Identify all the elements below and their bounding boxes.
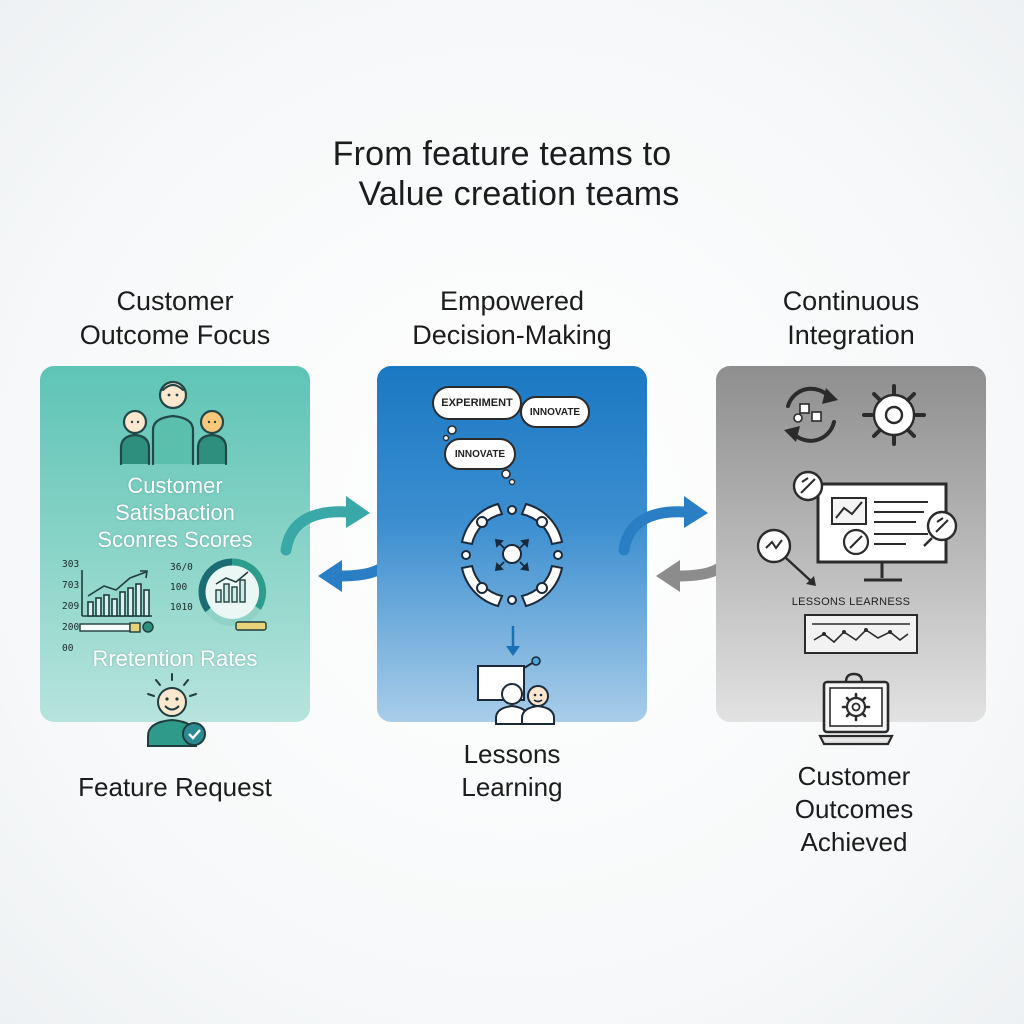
y-ticks-right: 36/0 100 1010 (170, 558, 193, 618)
innovate-bubble-left: INNOVATE (444, 438, 516, 470)
presenter-icon (477, 656, 555, 725)
heading-line: Empowered (439, 286, 585, 316)
title-line-1: From feature teams to (332, 135, 672, 173)
heading-customer-outcome-focus: Customer Outcome Focus (40, 284, 310, 352)
gauge-chart-icon (198, 558, 267, 631)
title-line-2: Value creation teams (358, 175, 680, 213)
forward-arrow-icon (280, 496, 370, 556)
heading-line: Customer (116, 286, 234, 316)
heading-continuous-integration: Continuous Integration (716, 284, 986, 352)
heading-empowered-decision-making: Empowered Decision-Making (377, 284, 647, 352)
y-tick: 303 (62, 559, 80, 570)
footer-line: Achieved (800, 827, 908, 857)
footer-line: Customer (797, 761, 911, 791)
feature-request-label: Feature Request (78, 772, 272, 802)
forward-arrow-icon (618, 496, 708, 556)
lessons-learning-label: Lessons Learning (377, 738, 647, 804)
down-arrow-icon (506, 626, 520, 656)
cycle-icon (784, 386, 838, 443)
family-icon (119, 380, 228, 466)
heading-line: Integration (787, 320, 915, 350)
gear-target-icon (862, 384, 926, 446)
thought-dots-icon (442, 425, 516, 486)
panel-text-line: Customer (127, 473, 223, 498)
laptop-gear-icon (818, 672, 894, 746)
innovate-bubble-right: INNOVATE (520, 396, 590, 428)
panel-text-line: Sconres Scores (97, 527, 253, 552)
monitor-dashboard-icon (756, 470, 958, 586)
experiment-bubble: EXPERIMENT (432, 386, 522, 420)
heading-line: Decision-Making (412, 320, 612, 350)
footer-line: Lessons (463, 739, 561, 769)
y-tick: 100 (170, 582, 188, 593)
happy-customer-icon (147, 673, 206, 747)
y-tick: 209 (62, 601, 80, 612)
lessons-learness-caption: LESSONS LEARNESS (791, 596, 911, 608)
panel-text-line: Satisbaction (115, 500, 235, 525)
bar-chart-icon (79, 570, 154, 633)
heading-line: Continuous (782, 286, 920, 316)
heading-line: Outcome Focus (79, 320, 271, 350)
y-tick: 200 (62, 622, 80, 633)
customer-outcomes-achieved-label: Customer Outcomes Achieved (716, 760, 992, 859)
y-tick: 36/0 (170, 562, 193, 573)
footer-line: Outcomes (794, 794, 914, 824)
y-ticks-left: 303 703 209 200 00 (62, 554, 79, 659)
y-tick: 1010 (170, 602, 193, 613)
satisfaction-label: Customer Satisbaction Sconres Scores (40, 472, 310, 553)
team-collaboration-icon (460, 502, 564, 608)
page-title: From feature teams to Value creation tea… (0, 134, 1024, 214)
timeline-chart-icon (804, 614, 918, 654)
footer-line: Learning (461, 772, 563, 802)
y-tick: 703 (62, 580, 80, 591)
y-tick: 00 (62, 643, 74, 654)
retention-rates-label: Rretention Rates (92, 646, 258, 671)
